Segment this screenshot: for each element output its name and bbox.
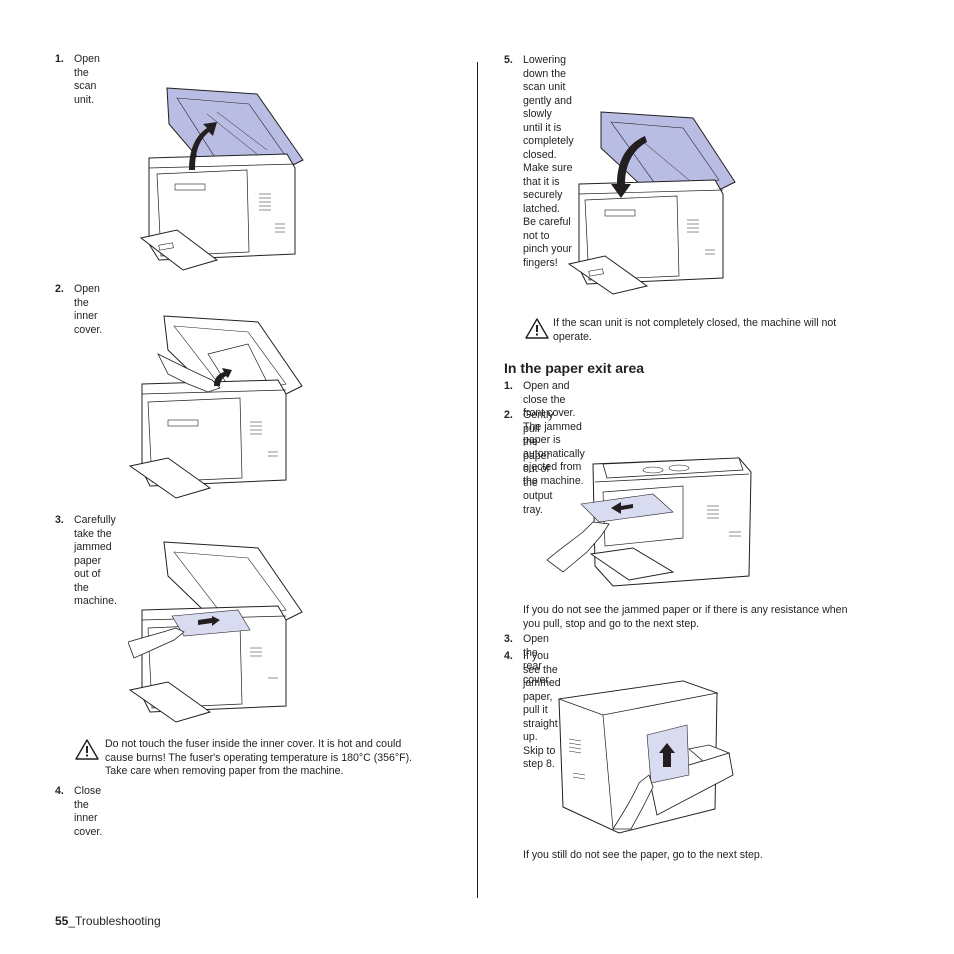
step-number: 2. <box>504 409 513 421</box>
final-note: If you still do not see the paper, go to… <box>523 849 763 861</box>
figure-remove-jammed-paper <box>128 540 304 724</box>
step-text: Close the inner cover. <box>74 785 103 838</box>
step-text: Gently pull the paper out of the output … <box>523 409 554 516</box>
warning-icon <box>75 739 99 763</box>
figure-open-inner-cover <box>128 314 304 500</box>
step-number: 2. <box>55 283 64 295</box>
step-text-line: Open and close the front cover. The jamm… <box>523 380 585 460</box>
step-number: 5. <box>504 54 513 66</box>
figure-close-scan-unit <box>565 110 737 296</box>
step-text: Open the scan unit. <box>74 53 100 106</box>
resistance-note: If you do not see the jammed paper or if… <box>523 604 847 631</box>
caution-line: operate. <box>553 330 592 343</box>
page-number: 55 <box>55 914 69 928</box>
note-line: you pull, stop and go to the next step. <box>523 617 700 630</box>
figure-pull-paper-from-output-tray <box>543 442 753 592</box>
section-heading-paper-exit-area: In the paper exit area <box>504 360 645 376</box>
column-divider <box>477 62 478 898</box>
caution-line: If the scan unit is not completely close… <box>553 317 837 329</box>
step-text: If you see the jammed paper, pull it str… <box>523 650 561 770</box>
figure-rear-cover-paper <box>553 679 735 835</box>
footer-section: _Troubleshooting <box>68 914 161 928</box>
caution-line: Take care when removing paper from the m… <box>105 765 344 777</box>
step-text-line: Lowering down the scan unit gently and s… <box>523 54 574 147</box>
step-number: 3. <box>504 633 513 645</box>
step-text: Open the inner cover. <box>74 283 103 336</box>
step-number: 3. <box>55 514 64 526</box>
note-line: If you do not see the jammed paper or if… <box>523 604 848 616</box>
warning-icon <box>525 318 549 342</box>
step-text: Carefully take the jammed paper out of t… <box>74 514 117 607</box>
step-number: 1. <box>55 53 64 65</box>
caution-fuser-note: Do not touch the fuser inside the inner … <box>105 738 412 779</box>
caution-line: cause burns! The fuser's operating tempe… <box>105 751 413 764</box>
page-footer: 55_Troubleshooting <box>55 914 161 928</box>
caution-scan-unit-note: If the scan unit is not completely close… <box>553 317 836 344</box>
step-text-line: Be careful not to pinch your fingers! <box>523 216 572 269</box>
step-text-line: closed. Make sure that it is securely la… <box>523 148 573 215</box>
step-text: Open the rear cover. <box>523 633 552 686</box>
figure-open-scan-unit <box>137 84 307 272</box>
step-number: 4. <box>55 785 64 797</box>
caution-line: Do not touch the fuser inside the inner … <box>105 738 402 750</box>
step-number: 1. <box>504 380 513 392</box>
step-text-line: ejected from the machine. <box>523 461 584 487</box>
step-number: 4. <box>504 650 513 662</box>
